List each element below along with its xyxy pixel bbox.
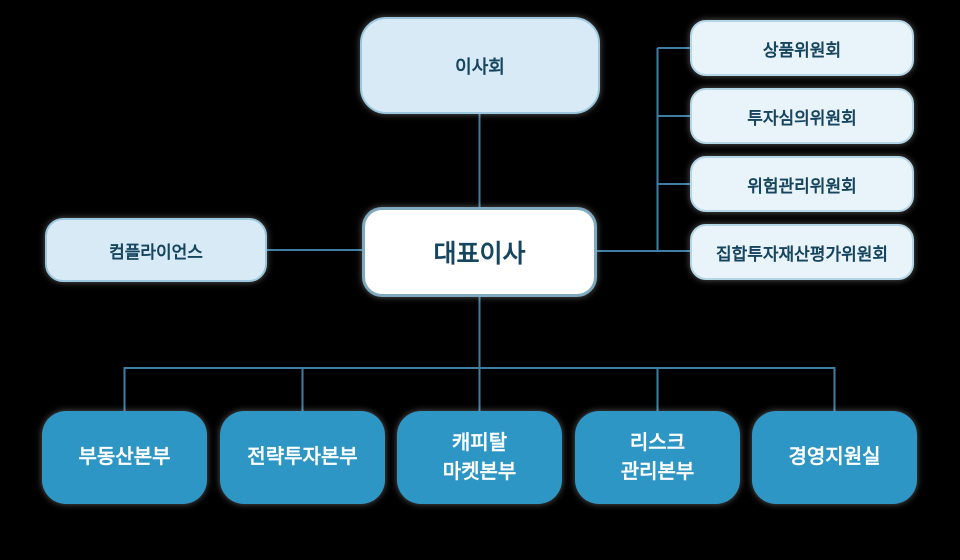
node-division-strategic-investment: 전략투자본부 xyxy=(220,411,385,504)
node-committee-collective-asset-valuation-label: 집합투자재산평가위원회 xyxy=(715,244,889,264)
node-division-strategic-investment-label: 전략투자본부 xyxy=(247,446,358,468)
node-committee-risk-management-label: 위험관리위원회 xyxy=(747,176,857,196)
node-committee-investment-review-label: 투자심의위원회 xyxy=(747,108,857,128)
node-compliance: 컴플라이언스 xyxy=(45,218,267,282)
node-board: 이사회 xyxy=(360,17,600,114)
node-committee-product: 상품위원회 xyxy=(690,20,914,76)
node-compliance-label: 컴플라이언스 xyxy=(109,242,203,262)
node-committee-collective-asset-valuation: 집합투자재산평가위원회 xyxy=(690,224,914,280)
node-division-capital-markets: 캐피탈 마켓본부 xyxy=(397,411,562,504)
node-division-risk-management-label: 리스크 관리본부 xyxy=(620,431,695,483)
node-ceo: 대표이사 xyxy=(362,207,597,297)
node-division-capital-markets-label: 캐피탈 마켓본부 xyxy=(442,431,517,483)
node-committee-investment-review: 투자심의위원회 xyxy=(690,88,914,144)
node-ceo-label: 대표이사 xyxy=(433,240,526,268)
node-committee-product-label: 상품위원회 xyxy=(762,40,842,60)
node-division-risk-management: 리스크 관리본부 xyxy=(575,411,740,504)
node-committee-risk-management: 위험관리위원회 xyxy=(690,156,914,212)
node-division-management-support-label: 경영지원실 xyxy=(788,446,881,468)
node-division-real-estate: 부동산본부 xyxy=(42,411,207,504)
node-board-label: 이사회 xyxy=(455,56,505,77)
node-division-real-estate-label: 부동산본부 xyxy=(78,446,171,468)
node-division-management-support: 경영지원실 xyxy=(752,411,917,504)
